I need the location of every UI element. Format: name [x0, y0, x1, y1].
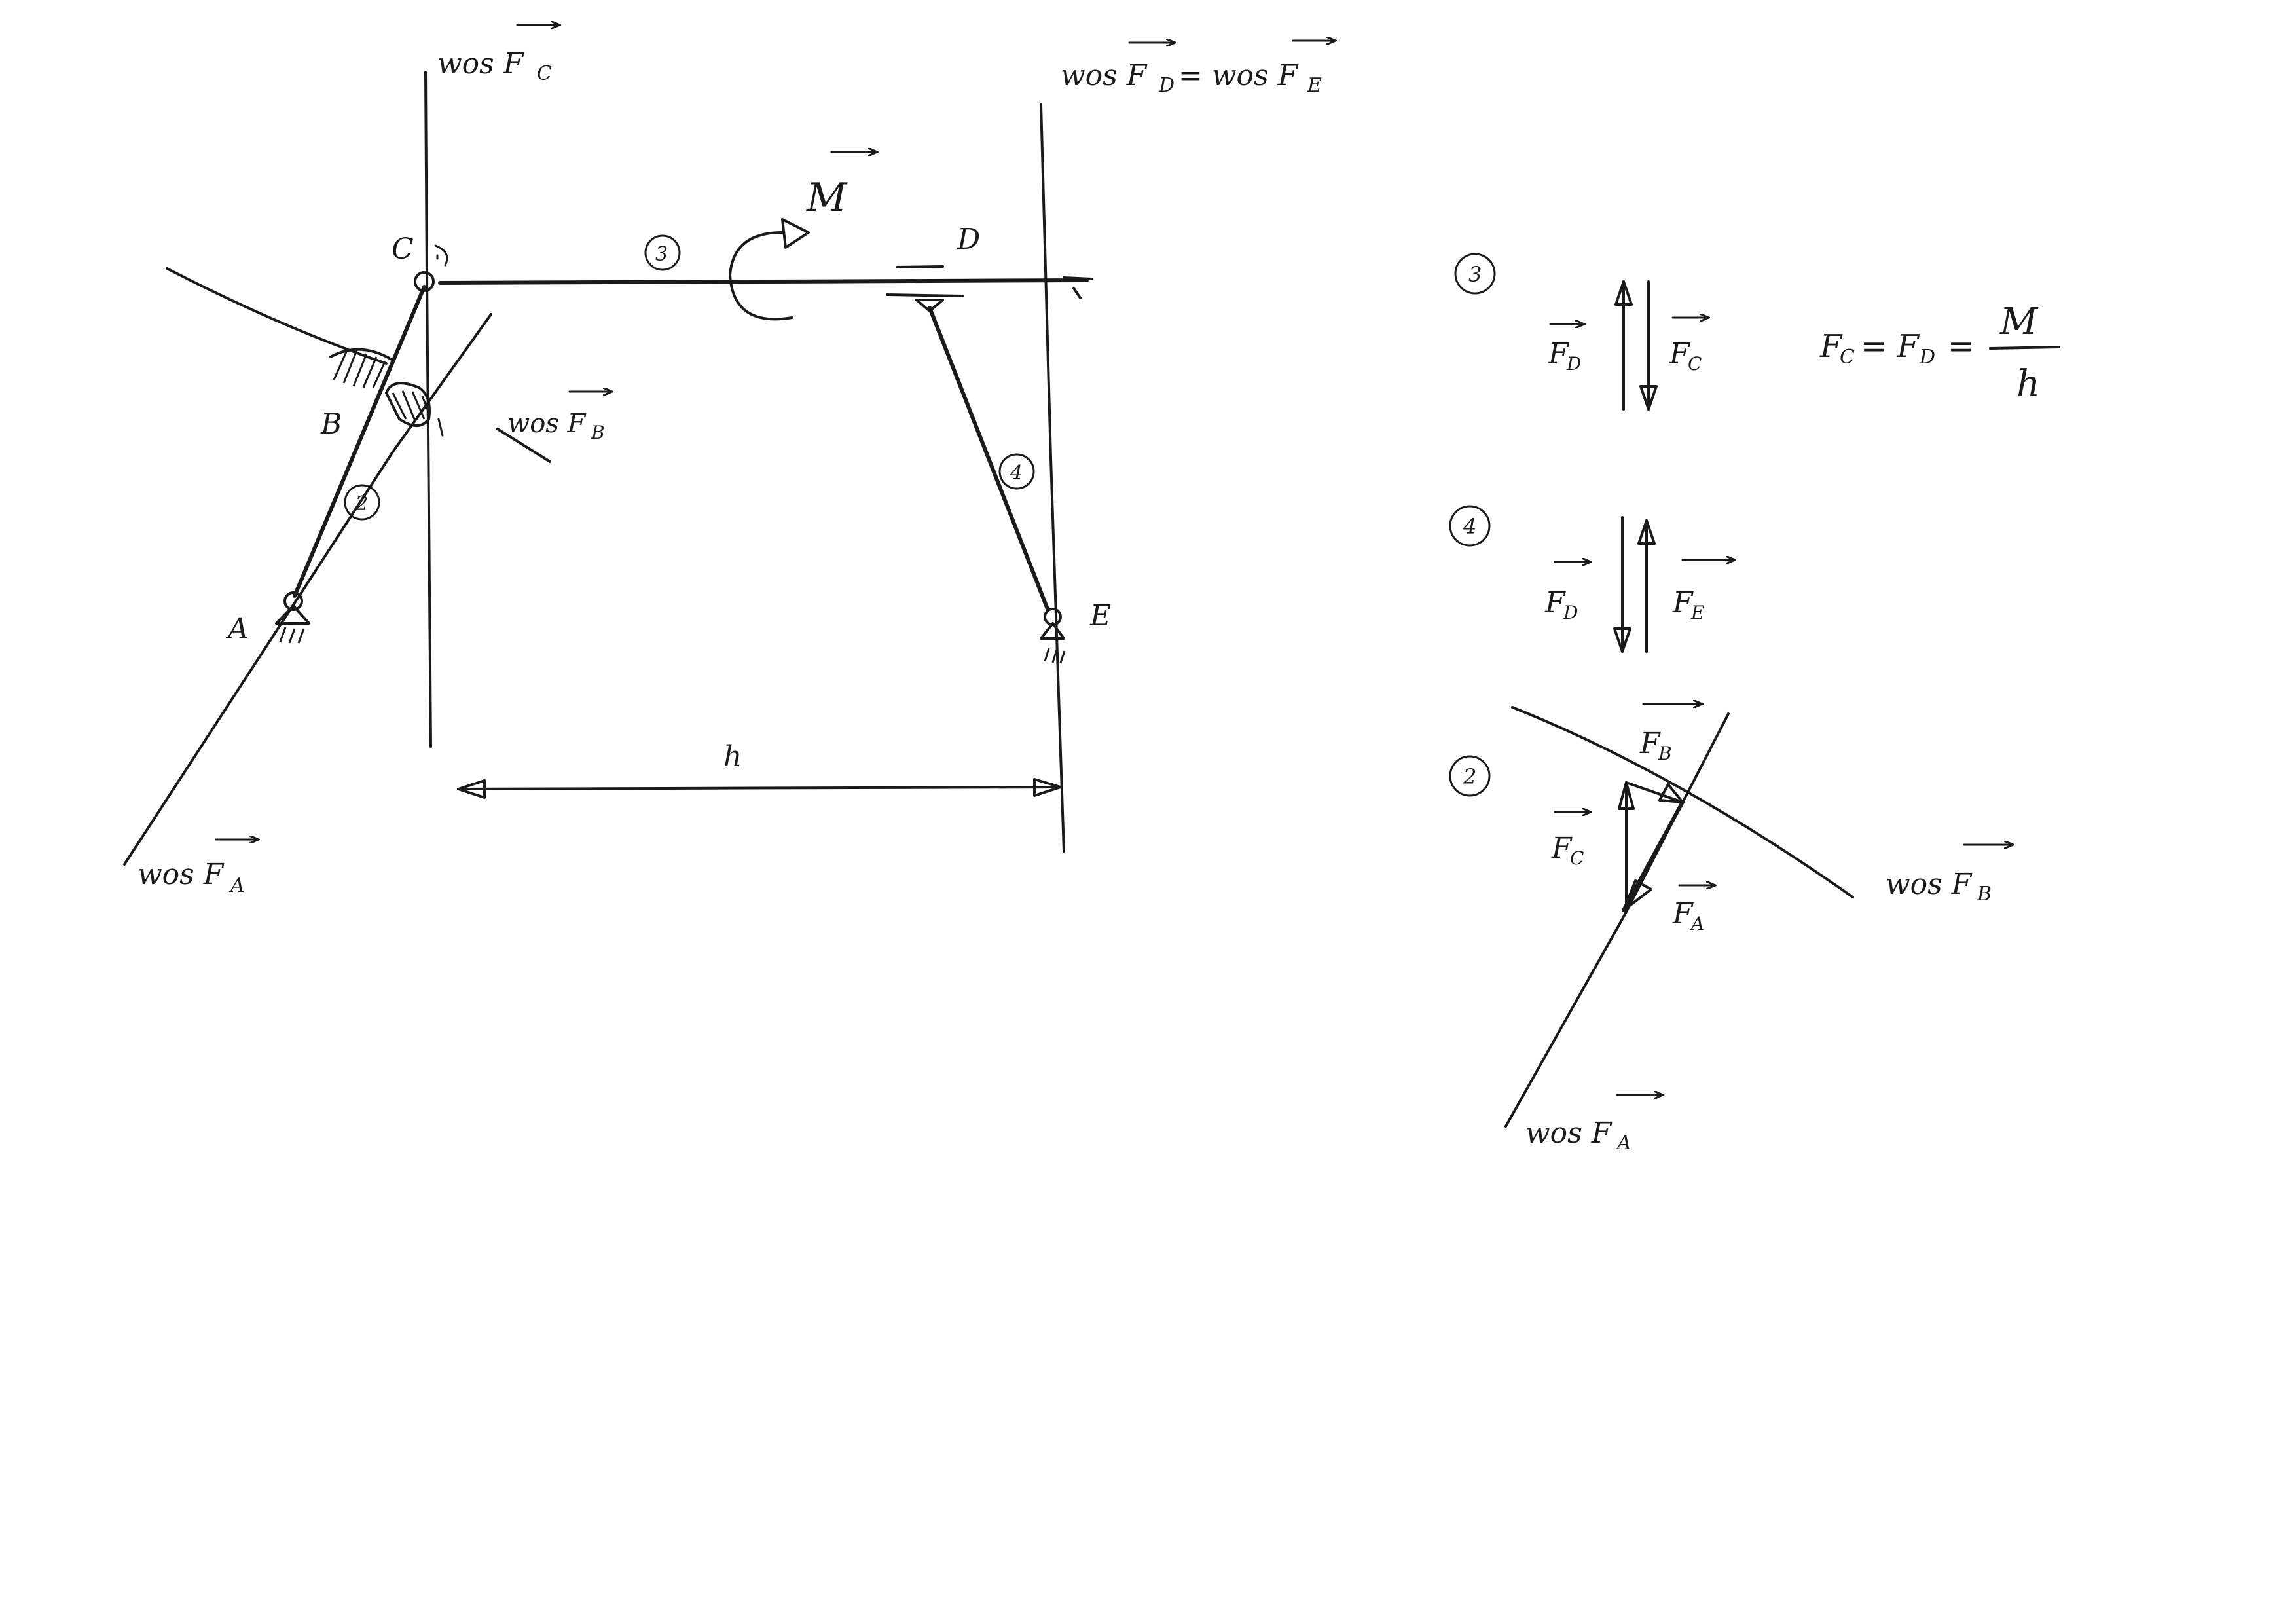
label-line-fb-sub: B [591, 422, 605, 443]
moment-arrow-head [781, 218, 810, 249]
line-of-action-fa [123, 313, 492, 866]
sec3-circle [1454, 253, 1496, 295]
label-point-d: D [957, 223, 980, 256]
label-line-fa: wos F [137, 858, 225, 891]
sec4-arrow-up-head [1637, 519, 1656, 545]
structure-diagram: wos F C wos F D = wos F E wos F B wos F … [123, 25, 1336, 897]
sec2-vector-fa-head [1622, 879, 1652, 912]
sec2-vector-fb-head [1658, 783, 1684, 803]
sec3-arrow-up-head [1614, 280, 1633, 306]
sec2-circle [1449, 755, 1491, 797]
sec2-label-fb-sub: B [1658, 743, 1672, 764]
sec2-label-fa-sub: A [1689, 913, 1704, 934]
line-of-action-fb-tail [496, 428, 551, 463]
moment-arrow [729, 231, 793, 321]
line-of-action-fc [424, 71, 432, 748]
sec2-vector-fc-head [1618, 781, 1635, 810]
member-2-circle [344, 484, 380, 521]
equation-eq: = [1948, 328, 1974, 365]
label-point-e: E [1089, 599, 1111, 633]
sec2-label-fa: F [1672, 897, 1694, 931]
member-2-ac [293, 285, 426, 598]
sec4-label-fe: F [1672, 586, 1694, 619]
guide-support-b [329, 348, 444, 437]
label-line-fd: wos F [1061, 59, 1148, 92]
dimension-arrow-right [1033, 778, 1062, 797]
label-line-fa-sub: A [228, 874, 245, 897]
sec4-arrow-down-head [1613, 627, 1631, 653]
line-of-action-fd-fe [1040, 103, 1065, 853]
label-line-fe: = wos F [1178, 59, 1299, 92]
dimension-arrow-left [457, 779, 486, 799]
label-line-fd-sub: D [1158, 74, 1175, 97]
free-body-notes: 3 F D F C F C = F D = M h 4 F D F E 2 [1449, 253, 2060, 1154]
sec3-label-fc: F [1669, 337, 1690, 371]
sec2-vector-fa [1622, 800, 1685, 912]
sec2-label-line-fa-sub: A [1615, 1132, 1631, 1154]
label-point-a: A [225, 612, 249, 646]
equation-denominator: h [2016, 363, 2040, 405]
dimension-line-h [457, 786, 1062, 790]
sec2-label-fc-sub: C [1570, 847, 1584, 869]
joint-c [414, 271, 435, 292]
label-member-3: 3 [655, 243, 668, 266]
sec3-label-fd-sub: D [1566, 353, 1581, 375]
member-4-circle [998, 453, 1035, 490]
line-of-action-fb [166, 267, 388, 365]
member-4-de [928, 306, 1049, 611]
sec2-vector-fb [1625, 781, 1684, 803]
equation-lhs-sub: C [1840, 346, 1855, 369]
equation-mid-sub: D [1919, 346, 1935, 369]
label-member-2: 2 [355, 492, 368, 515]
sec2-label-fc: F [1551, 832, 1573, 865]
label-dim-h: h [723, 740, 742, 773]
sec2-line-fb [1511, 706, 1854, 898]
sec3-number: 3 [1468, 262, 1482, 287]
slider-support-d [886, 265, 964, 312]
sec4-label-fd-sub: D [1563, 602, 1578, 623]
label-moment: M [806, 175, 848, 221]
label-point-b: B [320, 407, 342, 441]
equation-numerator: M [1999, 301, 2039, 343]
pin-support-a [275, 591, 310, 644]
sec2-line-fa [1504, 712, 1730, 1128]
sec4-number: 4 [1463, 514, 1476, 539]
label-line-fc-sub: C [537, 62, 552, 85]
sec2-label-line-fb-sub: B [1977, 883, 1992, 906]
sec4-circle [1449, 505, 1491, 547]
sec2-label-fb: F [1639, 727, 1661, 760]
member-3-circle [644, 234, 681, 271]
sec2-number: 2 [1463, 764, 1476, 789]
equation-fraction-bar [1989, 346, 2060, 350]
equation-mid: = F [1861, 328, 1920, 365]
label-member-4: 4 [1010, 462, 1023, 485]
sec4-label-fe-sub: E [1690, 602, 1704, 623]
joint-c-mark [434, 244, 448, 267]
label-line-fc: wos F [437, 47, 524, 81]
equation-lhs: F [1819, 328, 1843, 365]
label-line-fe-sub: E [1307, 74, 1322, 97]
label-line-fb: wos F [507, 409, 587, 439]
pin-support-e [1040, 608, 1066, 663]
sec4-label-fd: F [1544, 586, 1566, 619]
beam-member-3 [438, 278, 1089, 285]
sec3-label-fc-sub: C [1688, 353, 1702, 375]
sec3-arrow-down-head [1639, 385, 1658, 411]
beam-end-tick [1063, 276, 1093, 299]
sec2-label-line-fa: wos F [1525, 1116, 1613, 1150]
sec2-label-line-fb: wos F [1886, 868, 1973, 901]
label-point-c: C [392, 232, 414, 266]
sec3-label-fd: F [1548, 337, 1569, 371]
